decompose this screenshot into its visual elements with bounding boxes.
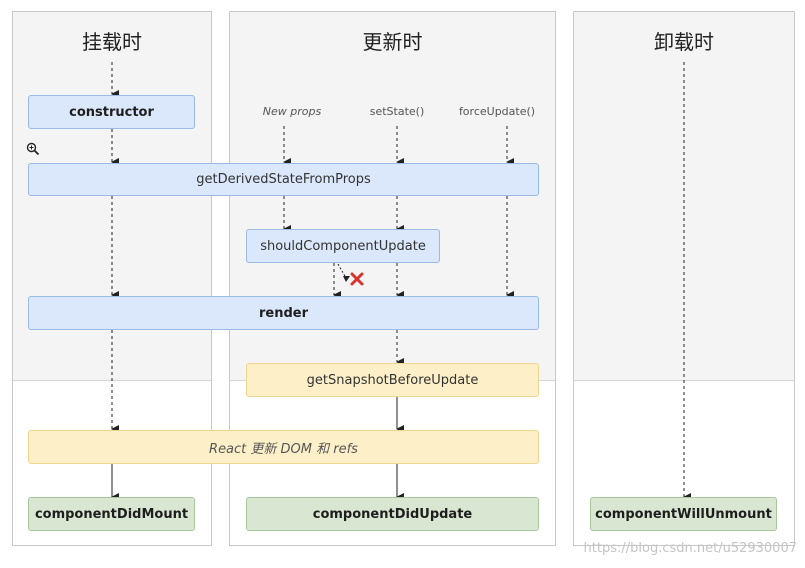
- method-render: render: [28, 296, 539, 330]
- unmount-phase-column: 卸载时: [573, 11, 795, 546]
- unmount-phase-title: 卸载时: [654, 30, 714, 54]
- phase-divider: [574, 380, 794, 381]
- watermark: https://blog.csdn.net/u52930007: [583, 541, 797, 556]
- method-component-did-mount: componentDidMount: [28, 497, 195, 531]
- trigger-force-update: forceUpdate(): [458, 105, 536, 118]
- phase-divider: [13, 380, 211, 381]
- method-get-snapshot-before-update: getSnapshotBeforeUpdate: [246, 363, 539, 397]
- mount-phase-column: 挂载时: [12, 11, 212, 546]
- update-phase-title: 更新时: [362, 30, 423, 54]
- method-should-component-update: shouldComponentUpdate: [246, 229, 440, 263]
- method-get-derived-state-from-props: getDerivedStateFromProps: [28, 163, 539, 196]
- zoom-in-icon[interactable]: [26, 142, 40, 156]
- trigger-new-props: New props: [262, 105, 322, 118]
- update-phase-column: 更新时: [229, 11, 556, 546]
- method-constructor: constructor: [28, 95, 195, 129]
- method-component-will-unmount: componentWillUnmount: [590, 497, 777, 531]
- x-mark-icon: [350, 272, 364, 286]
- trigger-set-state: setState(): [369, 105, 425, 118]
- mount-phase-title: 挂载时: [82, 30, 142, 54]
- method-component-did-update: componentDidUpdate: [246, 497, 539, 531]
- react-update-dom-and-refs: React 更新 DOM 和 refs: [28, 430, 539, 464]
